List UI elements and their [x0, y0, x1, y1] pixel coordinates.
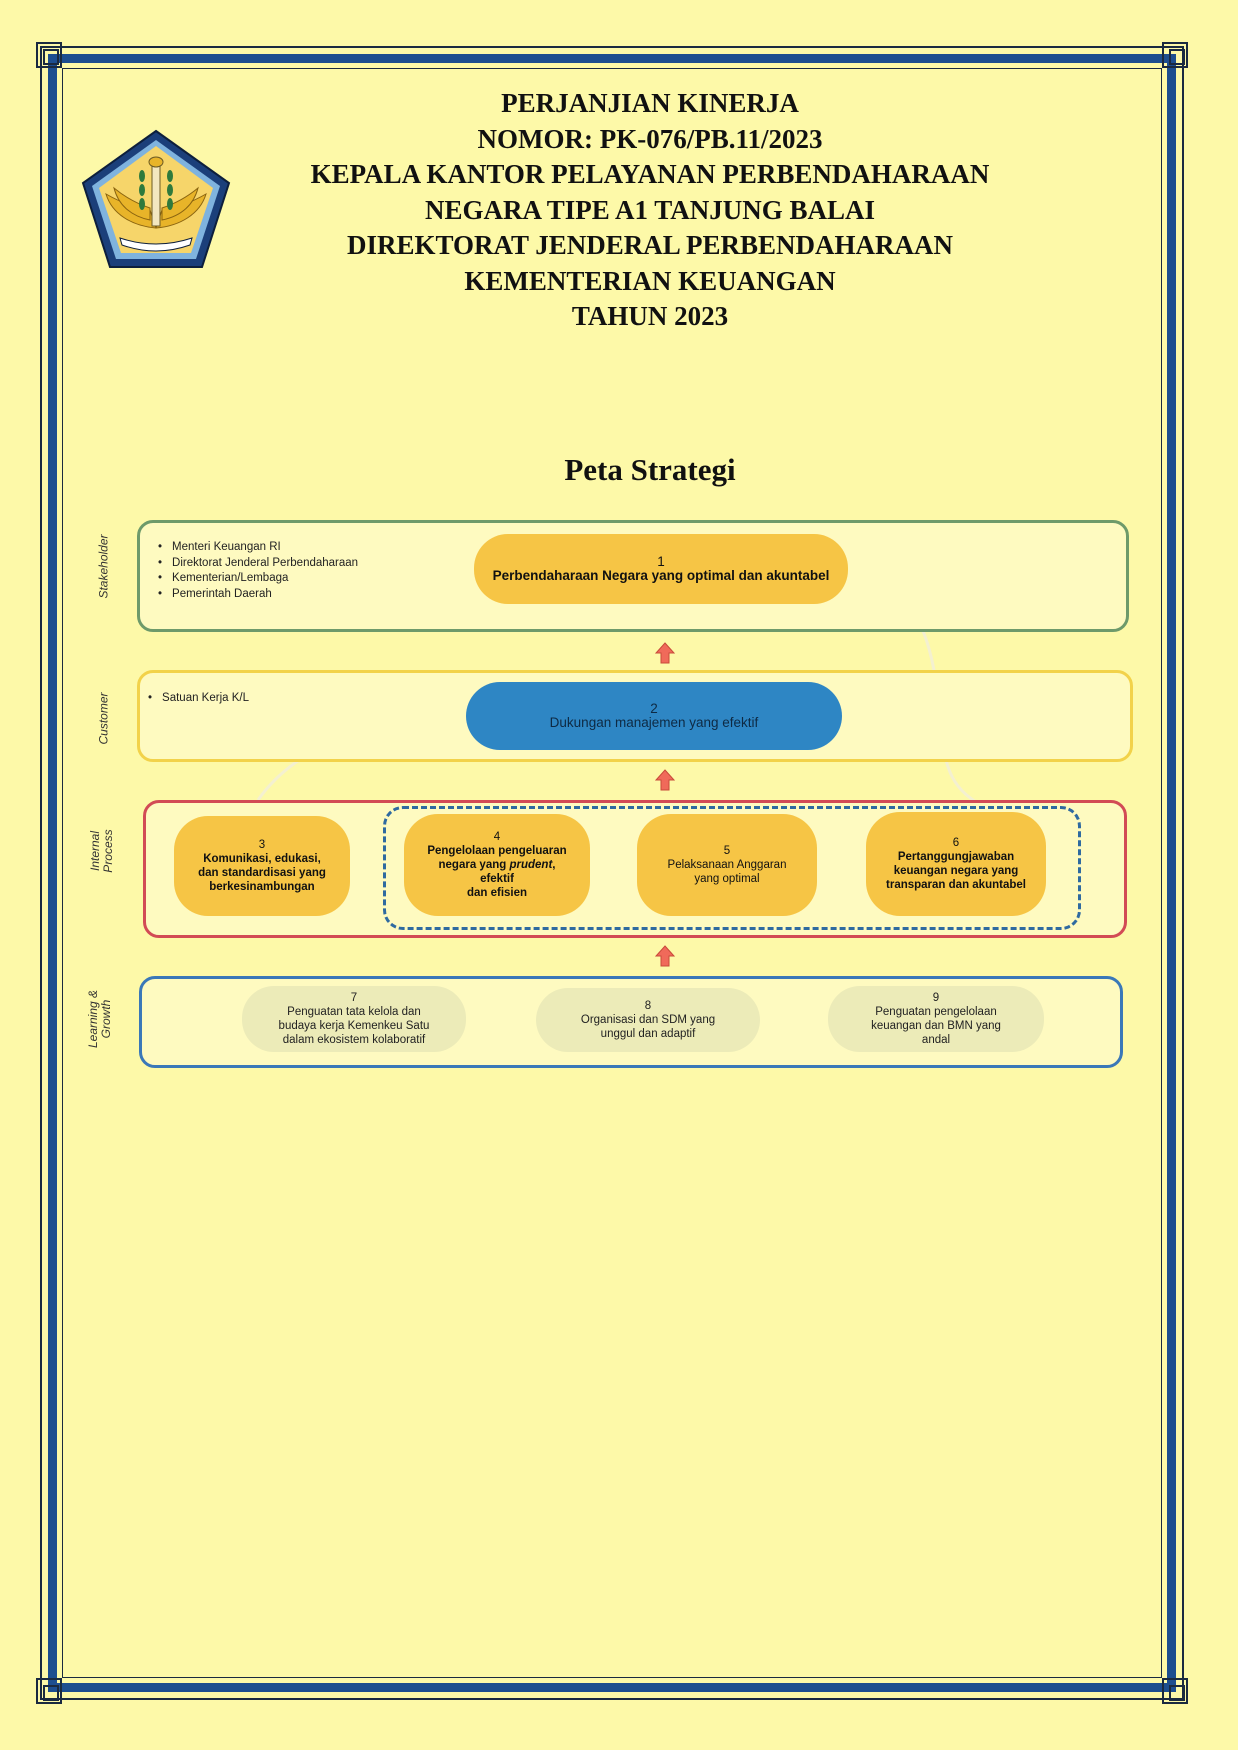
objective-text-line: Pengelolaan pengeluaran	[427, 845, 567, 857]
perspective-label: Learning & Growth	[86, 979, 113, 1059]
objective-text-line: efektif	[480, 873, 514, 885]
objective-text-line: Komunikasi, edukasi,	[203, 853, 321, 865]
objective-text-line: Penguatan tata kelola dan	[287, 1006, 421, 1018]
list-item: Satuan Kerja K/L	[148, 691, 249, 707]
objective-number: 8	[644, 1000, 652, 1012]
objective-text-line: Organisasi dan SDM yang	[580, 1014, 716, 1026]
objective-text-line: yang optimal	[694, 873, 760, 885]
frame-corner-bottom-left	[36, 1678, 62, 1704]
objective-number: 2	[650, 701, 658, 716]
perspective-label: Internal Process	[88, 811, 115, 891]
header-line: DIREKTORAT JENDERAL PERBENDAHARAAN	[346, 230, 954, 260]
objective-text-line: Pelaksanaan Anggaran	[667, 859, 787, 871]
header-line: TAHUN 2023	[571, 301, 729, 331]
kemenkeu-emblem-icon	[81, 129, 231, 268]
objective-number: 5	[723, 845, 731, 857]
arrow-up-icon	[655, 945, 675, 967]
objective-text-line: unggul dan adaptif	[600, 1028, 696, 1040]
objective-text-line: berkesinambungan	[209, 881, 315, 893]
list-item: Direktorat Jenderal Perbendaharaan	[158, 556, 358, 572]
objective-8: 8 Organisasi dan SDM yang unggul dan ada…	[536, 988, 760, 1052]
objective-number: 4	[493, 831, 501, 843]
objective-text-line: keuangan negara yang	[893, 865, 1019, 877]
perspective-label: Customer	[96, 692, 111, 745]
customer-list: Satuan Kerja K/L	[148, 691, 249, 707]
header-line: PERJANJIAN KINERJA	[501, 88, 799, 118]
document-header: PERJANJIAN KINERJA NOMOR: PK-076/PB.11/2…	[230, 86, 1070, 335]
stakeholder-list: Menteri Keuangan RI Direktorat Jenderal …	[158, 540, 358, 602]
objective-text: Dukungan manajemen yang efektif	[549, 715, 759, 730]
list-item: Pemerintah Daerah	[158, 587, 358, 603]
perspective-label-line: Growth	[99, 999, 113, 1039]
objective-text-line: dan standardisasi yang	[198, 867, 326, 879]
frame-corner-top-left	[36, 42, 62, 68]
header-line: NOMOR: PK-076/PB.11/2023	[477, 123, 823, 154]
objective-text: Perbendaharaan Negara yang optimal dan a…	[492, 568, 830, 583]
objective-3: 3 Komunikasi, edukasi, dan standardisasi…	[174, 816, 350, 916]
page-frame-border	[48, 54, 1176, 1692]
objective-text-line: Pertanggungjawaban	[897, 851, 1015, 863]
objective-4: 4 Pengelolaan pengeluaran negara yang pr…	[404, 814, 590, 916]
strategy-map-title: Peta Strategi	[564, 452, 736, 487]
objective-6: 6 Pertanggungjawaban keuangan negara yan…	[866, 812, 1046, 916]
header-line: KEMENTERIAN KEUANGAN	[464, 265, 836, 296]
objective-text-part: ,	[552, 859, 556, 871]
objective-number: 7	[350, 992, 358, 1004]
objective-text-line: dalam ekosistem kolaboratif	[282, 1034, 426, 1046]
frame-corner-bottom-right	[1162, 1678, 1188, 1704]
header-line: NEGARA TIPE A1 TANJUNG BALAI	[424, 194, 876, 225]
perspective-label-line: Process	[101, 829, 115, 873]
objective-5: 5 Pelaksanaan Anggaran yang optimal	[637, 814, 817, 916]
list-item: Kementerian/Lembaga	[158, 571, 358, 587]
page-frame-inner	[62, 68, 1162, 1678]
frame-corner-top-right	[1162, 42, 1188, 68]
objective-7: 7 Penguatan tata kelola dan budaya kerja…	[242, 986, 466, 1052]
objective-number: 1	[657, 554, 665, 569]
arrow-up-icon	[655, 769, 675, 791]
objective-number: 9	[932, 992, 940, 1004]
header-line: KEPALA KANTOR PELAYANAN PERBENDAHARAAN	[310, 159, 990, 189]
objective-text-line: budaya kerja Kemenkeu Satu	[278, 1020, 430, 1032]
internal-process-group	[383, 806, 1081, 930]
arrow-up-icon	[655, 642, 675, 664]
objective-text-line: Penguatan pengelolaan	[875, 1006, 997, 1018]
list-item: Menteri Keuangan RI	[158, 540, 358, 556]
objective-number: 6	[952, 837, 960, 849]
objective-text-part: negara yang	[438, 859, 510, 871]
objective-9: 9 Penguatan pengelolaan keuangan dan BMN…	[828, 986, 1044, 1052]
objective-text-line: keuangan dan BMN yang	[871, 1020, 1001, 1032]
objective-text-line: dan efisien	[466, 887, 528, 899]
objective-2: 2 Dukungan manajemen yang efektif	[466, 682, 842, 750]
objective-text-line: transparan dan akuntabel	[886, 879, 1026, 891]
perspective-label: Stakeholder	[96, 534, 111, 599]
objective-1: 1 Perbendaharaan Negara yang optimal dan…	[474, 534, 848, 604]
objective-number: 3	[258, 839, 266, 851]
objective-text-italic: prudent	[509, 859, 553, 871]
objective-text-line: negara yang prudent,	[439, 858, 556, 872]
objective-text-line: andal	[921, 1034, 951, 1046]
page-frame-outer	[40, 46, 1184, 1700]
